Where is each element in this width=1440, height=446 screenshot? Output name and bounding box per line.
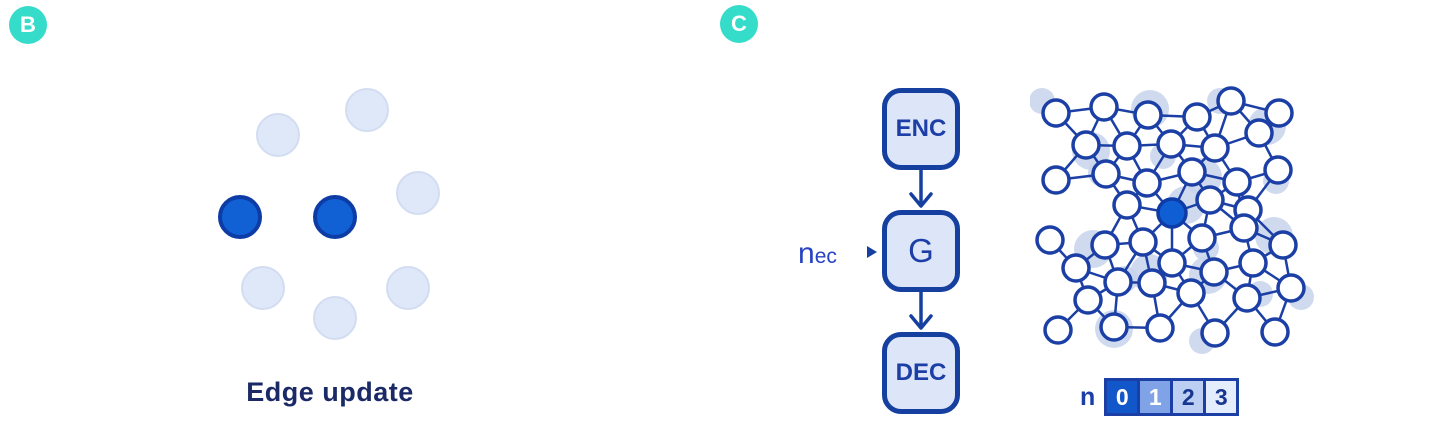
- mesh-node: [1276, 273, 1306, 303]
- legend-cell-3: 3: [1203, 378, 1240, 416]
- legend-label: n: [1080, 382, 1096, 411]
- edge-feature-label-base: n: [798, 237, 815, 270]
- arrow-right-icon: [867, 246, 877, 258]
- mesh-node: [1182, 102, 1212, 132]
- mesh-node: [1216, 86, 1246, 116]
- active-node: [313, 195, 357, 239]
- mesh-node: [1041, 98, 1071, 128]
- mesh-node: [1268, 230, 1298, 260]
- mesh-node: [1128, 227, 1158, 257]
- inactive-node: [386, 266, 430, 310]
- mesh-node: [1043, 315, 1073, 345]
- mesh-node: [1112, 131, 1142, 161]
- mesh-node: [1089, 92, 1119, 122]
- mesh-node: [1133, 100, 1163, 130]
- mesh-node: [1073, 285, 1103, 315]
- mesh-node: [1200, 133, 1230, 163]
- mesh-node: [1176, 278, 1206, 308]
- edge-feature-label-subscript: ec: [814, 245, 837, 268]
- mesh-node: [1260, 317, 1290, 347]
- mesh-node: [1090, 230, 1120, 260]
- mesh-node: [1156, 129, 1186, 159]
- panel-b-caption: Edge update: [246, 377, 414, 407]
- mesh-node: [1195, 185, 1225, 215]
- mesh-node: [1177, 157, 1207, 187]
- mesh-node: [1222, 167, 1252, 197]
- mesh-node: [1137, 268, 1167, 298]
- mesh-node: [1187, 223, 1217, 253]
- legend-cell-0: 0: [1104, 378, 1141, 416]
- active-node: [218, 195, 262, 239]
- mesh-node: [1071, 130, 1101, 160]
- mesh-node-active: [1156, 197, 1188, 229]
- mesh-node: [1232, 283, 1262, 313]
- panel-b-badge: B: [9, 6, 47, 44]
- mesh-node: [1132, 168, 1162, 198]
- mesh-node: [1157, 248, 1187, 278]
- mesh-node: [1229, 213, 1259, 243]
- mesh-node: [1200, 318, 1230, 348]
- mesh-node: [1035, 225, 1065, 255]
- mesh-node: [1091, 159, 1121, 189]
- mesh-node: [1061, 253, 1091, 283]
- mesh-node: [1145, 313, 1175, 343]
- arrow-down-icon: [909, 168, 933, 208]
- inactive-node: [345, 88, 389, 132]
- mesh-node: [1244, 118, 1274, 148]
- encoder-box: ENC: [882, 88, 960, 170]
- mesh-node: [1199, 257, 1229, 287]
- processor-box: G: [882, 210, 960, 292]
- legend-cell-2: 2: [1170, 378, 1207, 416]
- mesh-node: [1264, 98, 1294, 128]
- mesh-node: [1099, 312, 1129, 342]
- panel-c-badge: C: [720, 5, 758, 43]
- inactive-node: [256, 113, 300, 157]
- arrow-down-icon: [909, 290, 933, 330]
- inactive-node: [396, 171, 440, 215]
- mesh-node: [1103, 267, 1133, 297]
- inactive-node: [241, 266, 285, 310]
- decoder-box: DEC: [882, 332, 960, 414]
- mesh-node: [1112, 190, 1142, 220]
- mesh-graph: [1030, 86, 1314, 354]
- legend-cell-1: 1: [1137, 378, 1174, 416]
- edge-feature-label: nec: [798, 239, 837, 272]
- inactive-node: [313, 296, 357, 340]
- mesh-node: [1238, 248, 1268, 278]
- mesh-node: [1263, 155, 1293, 185]
- mesh-node: [1041, 165, 1071, 195]
